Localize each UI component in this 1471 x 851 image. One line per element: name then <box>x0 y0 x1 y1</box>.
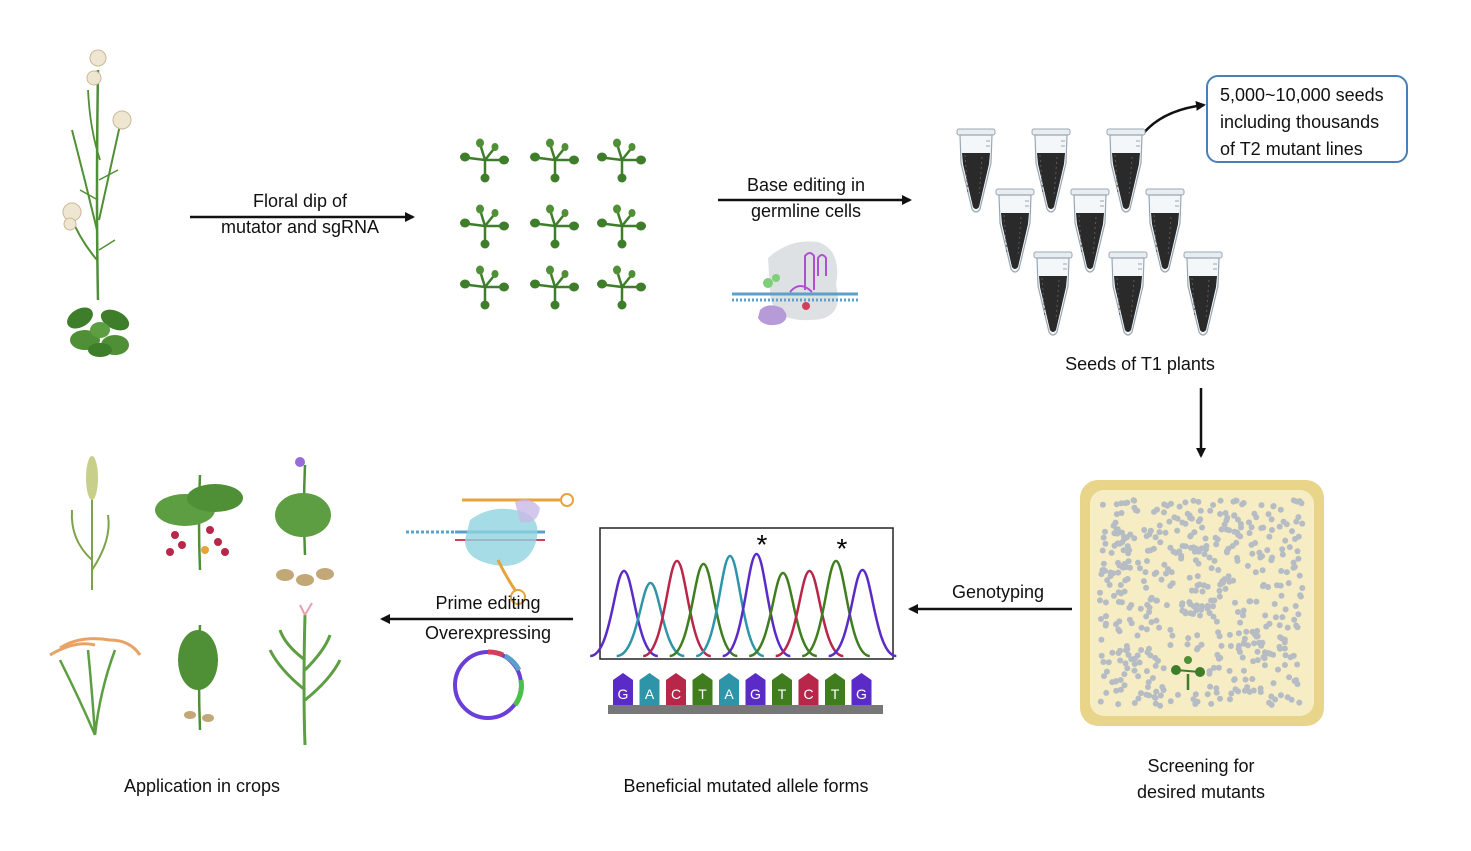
base-editing-label-line2: germline cells <box>750 201 862 221</box>
seedling-grid <box>458 137 648 311</box>
base-tag: T <box>825 673 845 705</box>
overexpressing-label: Overexpressing <box>424 623 552 643</box>
seed-tube-icon <box>1031 128 1071 213</box>
base-letter: A <box>724 686 734 702</box>
screening-label-line2: desired mutants <box>1136 782 1266 802</box>
arrow-callout <box>1141 100 1206 136</box>
beneficial-label: Beneficial mutated allele forms <box>623 776 869 796</box>
seedling-icon <box>458 137 511 184</box>
seedling-icon <box>595 137 648 184</box>
prime-editing-label: Prime editing <box>435 593 541 613</box>
seedling-icon <box>595 264 648 311</box>
chromatogram-peak <box>669 562 738 658</box>
seeds-t1-label: Seeds of T1 plants <box>1065 354 1215 374</box>
arabidopsis-plant-icon <box>62 49 132 357</box>
chromatogram-peak <box>695 554 765 658</box>
seed-tube-icon <box>1145 188 1185 273</box>
culture-plate-icon <box>1080 480 1324 726</box>
base-tag: T <box>772 673 792 705</box>
seed-tube-icon <box>1070 188 1110 273</box>
colony-dots <box>1097 497 1306 709</box>
base-editing-label-line1: Base editing in <box>746 175 866 195</box>
callout-line2: including thousands <box>1220 112 1380 132</box>
chromatogram-peak <box>801 559 871 658</box>
base-tag: G <box>851 673 872 705</box>
chromatogram-peak <box>775 569 844 658</box>
wheat-icon <box>70 456 110 590</box>
chromatogram-peak <box>828 568 897 658</box>
screening-label-line1: Screening for <box>1147 756 1255 776</box>
base-tag: A <box>639 673 660 705</box>
prime-editor-complex-icon <box>406 493 574 605</box>
mutant-seedling-icon <box>1171 656 1205 690</box>
base-letter: C <box>671 686 681 702</box>
base-editing-label: Base editing in germline cells <box>716 172 896 224</box>
callout-line3: of T2 mutant lines <box>1220 139 1363 159</box>
plasmid-icon <box>453 649 524 720</box>
seed-tube-icon <box>1183 251 1223 336</box>
seed-tube-icon <box>956 128 996 213</box>
seed-tube-icon <box>1106 128 1146 213</box>
seedling-icon <box>458 203 511 250</box>
peanut-icon <box>178 624 218 731</box>
chromatogram-icon: * * <box>589 527 897 660</box>
base-tag: C <box>666 673 686 705</box>
seed-tube-icon <box>1033 251 1073 336</box>
seed-tube-icon <box>995 188 1035 273</box>
application-label: Application in crops <box>123 776 281 796</box>
callout-box: 5,000~10,000 seeds including thousands o… <box>1206 75 1408 163</box>
base-letter: A <box>645 686 655 702</box>
seed-tubes <box>956 128 1223 336</box>
base-tag: C <box>798 673 819 705</box>
rice-icon <box>49 637 142 736</box>
callout-line1: 5,000~10,000 seeds <box>1220 85 1384 105</box>
floral-dip-label: Floral dip of mutator and sgRNA <box>200 188 400 240</box>
screening-label: Screening for desired mutants <box>1101 753 1301 805</box>
chromatogram-peak <box>642 559 712 658</box>
chromatogram-peak <box>748 571 818 658</box>
potato-icon <box>275 457 334 586</box>
chromatogram-peak <box>722 552 791 658</box>
chromatogram-peak <box>589 569 659 658</box>
base-editor-complex-icon <box>732 241 858 326</box>
base-tag: T <box>692 673 713 705</box>
seedling-icon <box>595 203 648 250</box>
base-tag: G <box>613 673 633 705</box>
base-letter: T <box>698 686 707 702</box>
floral-dip-label-line1: Floral dip of <box>252 191 348 211</box>
base-tag: G <box>745 673 766 705</box>
base-letter: G <box>750 686 761 702</box>
seedling-icon <box>528 137 581 184</box>
base-letter: C <box>803 686 813 702</box>
seedling-icon <box>528 264 581 311</box>
chromatogram-peak <box>616 581 685 658</box>
maize-icon <box>268 602 342 746</box>
base-tag: A <box>719 673 739 705</box>
base-letter: G <box>856 686 867 702</box>
genotyping-label: Genotyping <box>951 582 1045 602</box>
mutation-mark-1: * <box>757 529 768 560</box>
floral-dip-label-line2: mutator and sgRNA <box>220 217 380 237</box>
seedling-icon <box>458 264 511 311</box>
base-letter: G <box>618 686 629 702</box>
base-letter: T <box>831 686 840 702</box>
seed-tube-icon <box>1108 251 1148 336</box>
mutation-mark-2: * <box>837 533 848 564</box>
tomato-icon <box>155 474 243 571</box>
base-letter: T <box>778 686 787 702</box>
seedling-icon <box>528 203 581 250</box>
